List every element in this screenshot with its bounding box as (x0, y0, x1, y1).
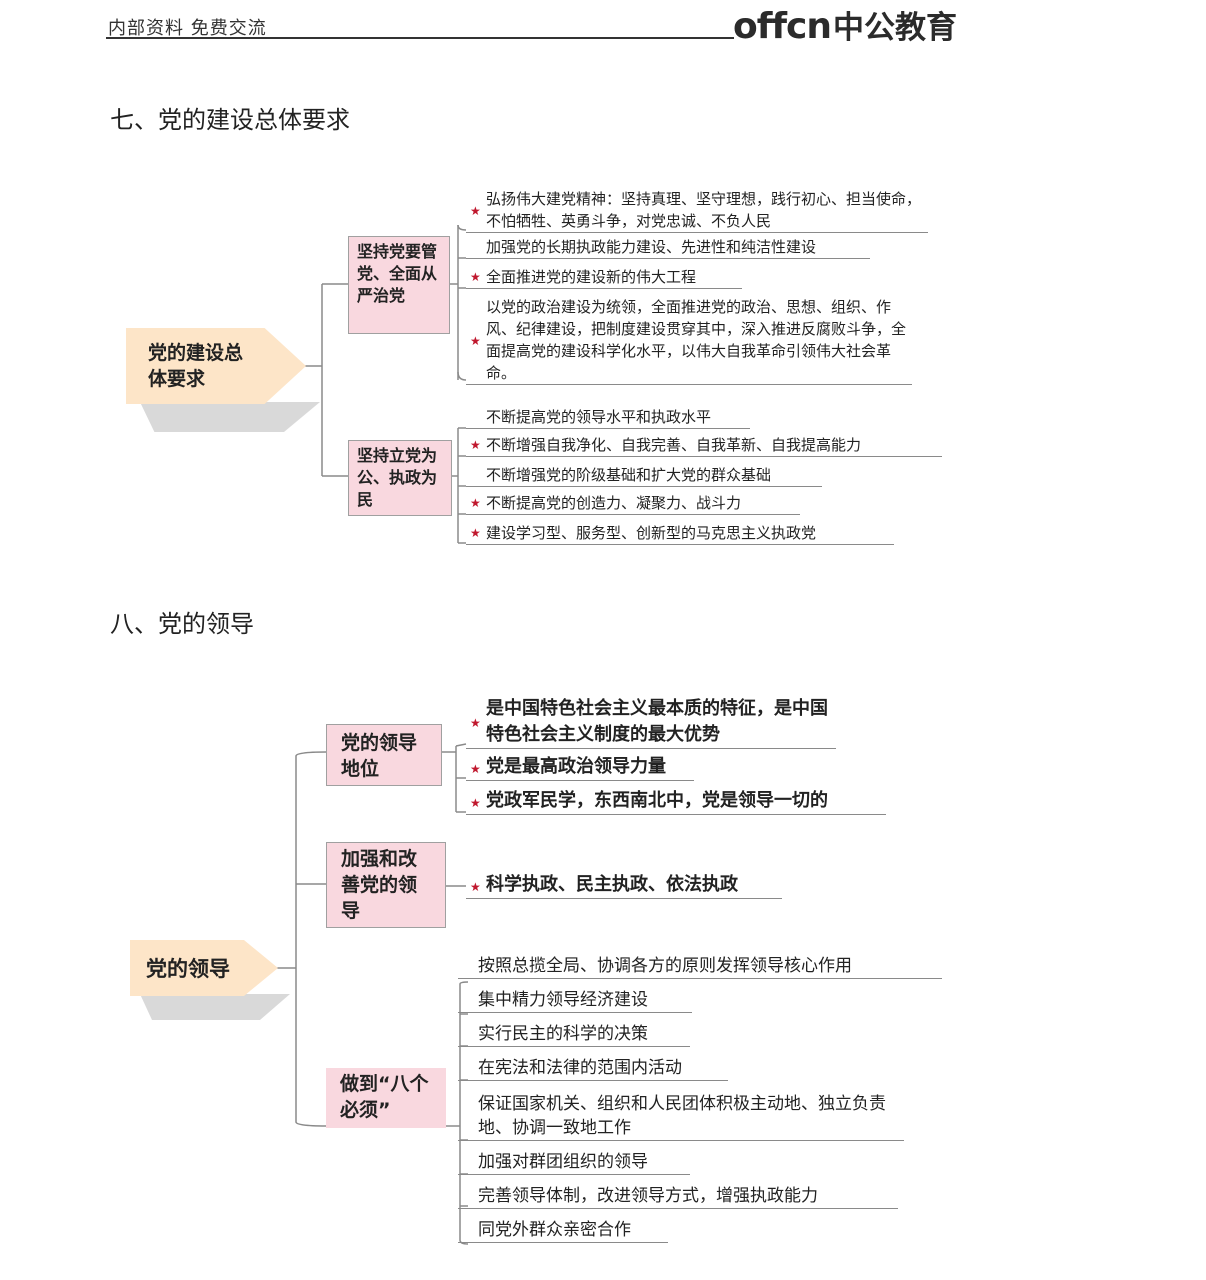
section8-root-node: 党的领导 (130, 940, 278, 996)
section7-b1-item-2: 加强党的长期执政能力建设、先进性和纯洁性建设 (466, 236, 870, 259)
section8-branch1-node: 党的领导地位 (326, 724, 442, 786)
section8-b1-item-2: ★ 党是最高政治领导力量 (466, 754, 694, 781)
section7-b1-item-3: ★ 全面推进党的建设新的伟大工程 (466, 266, 742, 289)
star-icon: ★ (470, 880, 481, 894)
section7-b1-item-1: ★ 弘扬伟大建党精神：坚持真理、坚守理想，践行初心、担当使命，不怕牺牲、英勇斗争… (466, 188, 928, 233)
star-icon: ★ (470, 270, 481, 284)
section7-b1-item-4: ★ 以党的政治建设为统领，全面推进党的政治、思想、组织、作风、纪律建设，把制度建… (466, 296, 912, 385)
logo-en-text: offcn (733, 6, 832, 47)
section7-b2-item-1: 不断提高党的领导水平和执政水平 (466, 406, 750, 429)
header-rule (106, 37, 734, 39)
section8-b3-item-1: 按照总揽全局、协调各方的原则发挥领导核心作用 (458, 954, 942, 979)
section8-b3-item-5: 保证国家机关、组织和人民团体积极主动地、独立负责地、协调一致地工作 (458, 1092, 904, 1141)
star-icon: ★ (470, 438, 481, 452)
section7-b2-item-3: 不断增强党的阶级基础和扩大党的群众基础 (466, 464, 822, 487)
header-left-text: 内部资料 免费交流 (108, 18, 267, 39)
section8-b3-item-7: 完善领导体制，改进领导方式，增强执政能力 (458, 1184, 898, 1209)
section8-branch2-label: 加强和改善党的领导 (341, 848, 418, 922)
section7-b2-item-2: ★ 不断增强自我净化、自我完善、自我革新、自我提高能力 (466, 434, 942, 457)
section8-root-label: 党的领导 (146, 957, 230, 981)
section8-branch3-node: 做到“八个必须” (326, 1068, 446, 1128)
star-icon: ★ (470, 716, 481, 730)
section8-branch1-label: 党的领导地位 (341, 732, 418, 780)
star-icon: ★ (470, 796, 481, 810)
section7-root-shadow (140, 402, 320, 432)
star-icon: ★ (470, 204, 481, 218)
section8-b3-item-3: 实行民主的科学的决策 (458, 1022, 690, 1047)
section8-b1-item-3: ★ 党政军民学，东西南北中，党是领导一切的 (466, 788, 886, 815)
section7-heading: 七、党的建设总体要求 (110, 106, 350, 134)
section7-b2-item-4: ★ 不断提高党的创造力、凝聚力、战斗力 (466, 492, 800, 515)
section8-branch2-node: 加强和改善党的领导 (326, 842, 446, 928)
section7-branch2-label: 坚持立党为公、执政为民 (357, 446, 438, 509)
section7-branch2-node: 坚持立党为公、执政为民 (348, 440, 452, 516)
section8-heading: 八、党的领导 (110, 610, 254, 638)
section8-b2-item-1: ★ 科学执政、民主执政、依法执政 (466, 872, 782, 899)
star-icon: ★ (470, 334, 481, 348)
section8-b3-item-4: 在宪法和法律的范围内活动 (458, 1056, 728, 1081)
section7-root-node: 党的建设总体要求 (126, 328, 306, 404)
section7-branch1-node: 坚持党要管党、全面从严治党 (348, 236, 450, 334)
star-icon: ★ (470, 496, 481, 510)
section7-root-label: 党的建设总体要求 (148, 342, 244, 390)
offcn-logo: offcn中公教育 (733, 2, 957, 47)
logo-cn-text: 中公教育 (833, 10, 958, 46)
star-icon: ★ (470, 526, 481, 540)
section8-b3-item-8: 同党外群众亲密合作 (458, 1218, 668, 1243)
section8-branch3-label: 做到“八个必须” (340, 1073, 429, 1121)
star-icon: ★ (470, 762, 481, 776)
section7-b2-item-5: ★ 建设学习型、服务型、创新型的马克思主义执政党 (466, 522, 894, 545)
section8-b1-item-1: ★ 是中国特色社会主义最本质的特征，是中国特色社会主义制度的最大优势 (466, 696, 836, 749)
section8-b3-item-2: 集中精力领导经济建设 (458, 988, 692, 1013)
section8-b3-item-6: 加强对群团组织的领导 (458, 1150, 690, 1175)
section7-branch1-label: 坚持党要管党、全面从严治党 (357, 242, 438, 305)
